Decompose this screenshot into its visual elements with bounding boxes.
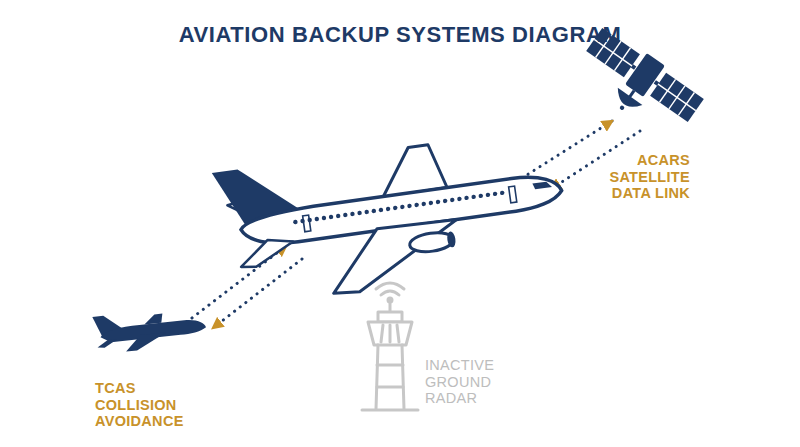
window-dot xyxy=(329,214,334,219)
label-text: INACTIVE GROUND RADAR xyxy=(425,357,509,407)
window-dot xyxy=(485,192,490,197)
window-dot xyxy=(464,195,469,200)
dotted-links xyxy=(192,121,640,328)
near-wing xyxy=(326,218,465,296)
window-dot xyxy=(350,211,355,216)
window-dot xyxy=(393,205,398,210)
window-dot xyxy=(314,216,319,221)
window-dot xyxy=(457,196,462,201)
window-dot xyxy=(478,193,483,198)
airliner-figure xyxy=(212,125,572,310)
window-dot xyxy=(407,203,412,208)
window-dot xyxy=(371,208,376,213)
window-dot xyxy=(400,204,405,209)
window-dot xyxy=(378,207,383,212)
window-dot xyxy=(336,213,341,218)
window-dot xyxy=(293,219,298,224)
window-dot xyxy=(436,199,441,204)
window-dot xyxy=(493,191,498,196)
window-dot xyxy=(414,202,419,207)
window-dot xyxy=(443,198,448,203)
label-text: TCAS COLLISION AVOIDANCE xyxy=(95,380,195,430)
window-dot xyxy=(321,215,326,220)
window-dot xyxy=(343,212,348,217)
window-dot xyxy=(386,206,391,211)
radar-label: INACTIVE GROUND RADAR xyxy=(423,355,511,409)
engine xyxy=(409,230,455,254)
window-dot xyxy=(357,210,362,215)
control-tower-figure xyxy=(362,283,418,410)
diagram-title: AVIATION BACKUP SYSTEMS DIAGRAM xyxy=(0,22,800,48)
window-dot xyxy=(500,190,505,195)
tcas-in-line xyxy=(213,259,302,328)
window-dot xyxy=(450,197,455,202)
uplink-line xyxy=(522,121,612,178)
tcas-label: TCAS COLLISION AVOIDANCE xyxy=(93,378,197,432)
window-dot xyxy=(428,200,433,205)
window-dot xyxy=(364,209,369,214)
label-text: ACARS SATELLITE DATA LINK xyxy=(590,152,690,202)
satellite-label: ACARS SATELLITE DATA LINK xyxy=(588,150,692,204)
small-aircraft-figure xyxy=(92,305,207,354)
window-dot xyxy=(421,201,426,206)
window-dot xyxy=(471,194,476,199)
